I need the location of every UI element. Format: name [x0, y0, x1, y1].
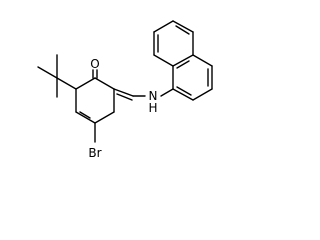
tert-butyl-group — [37, 54, 77, 98]
chemical-structure-diagram: O Br N H — [37, 20, 213, 160]
bromine-atom-label: Br — [88, 146, 101, 160]
naphthalene-ring-upper — [153, 20, 194, 67]
naphthalene-ring-lower — [172, 54, 213, 101]
n-naphthyl-bond — [160, 88, 174, 97]
oxygen-atom-label: O — [90, 57, 99, 71]
nitrogen-hydrogen-label: H — [148, 101, 157, 115]
carbonyl-bond — [92, 69, 98, 79]
nitrogen-atom-label: N — [149, 89, 158, 103]
methylidene-bridge — [113, 88, 146, 101]
cyclohexadienone-ring — [75, 77, 115, 124]
